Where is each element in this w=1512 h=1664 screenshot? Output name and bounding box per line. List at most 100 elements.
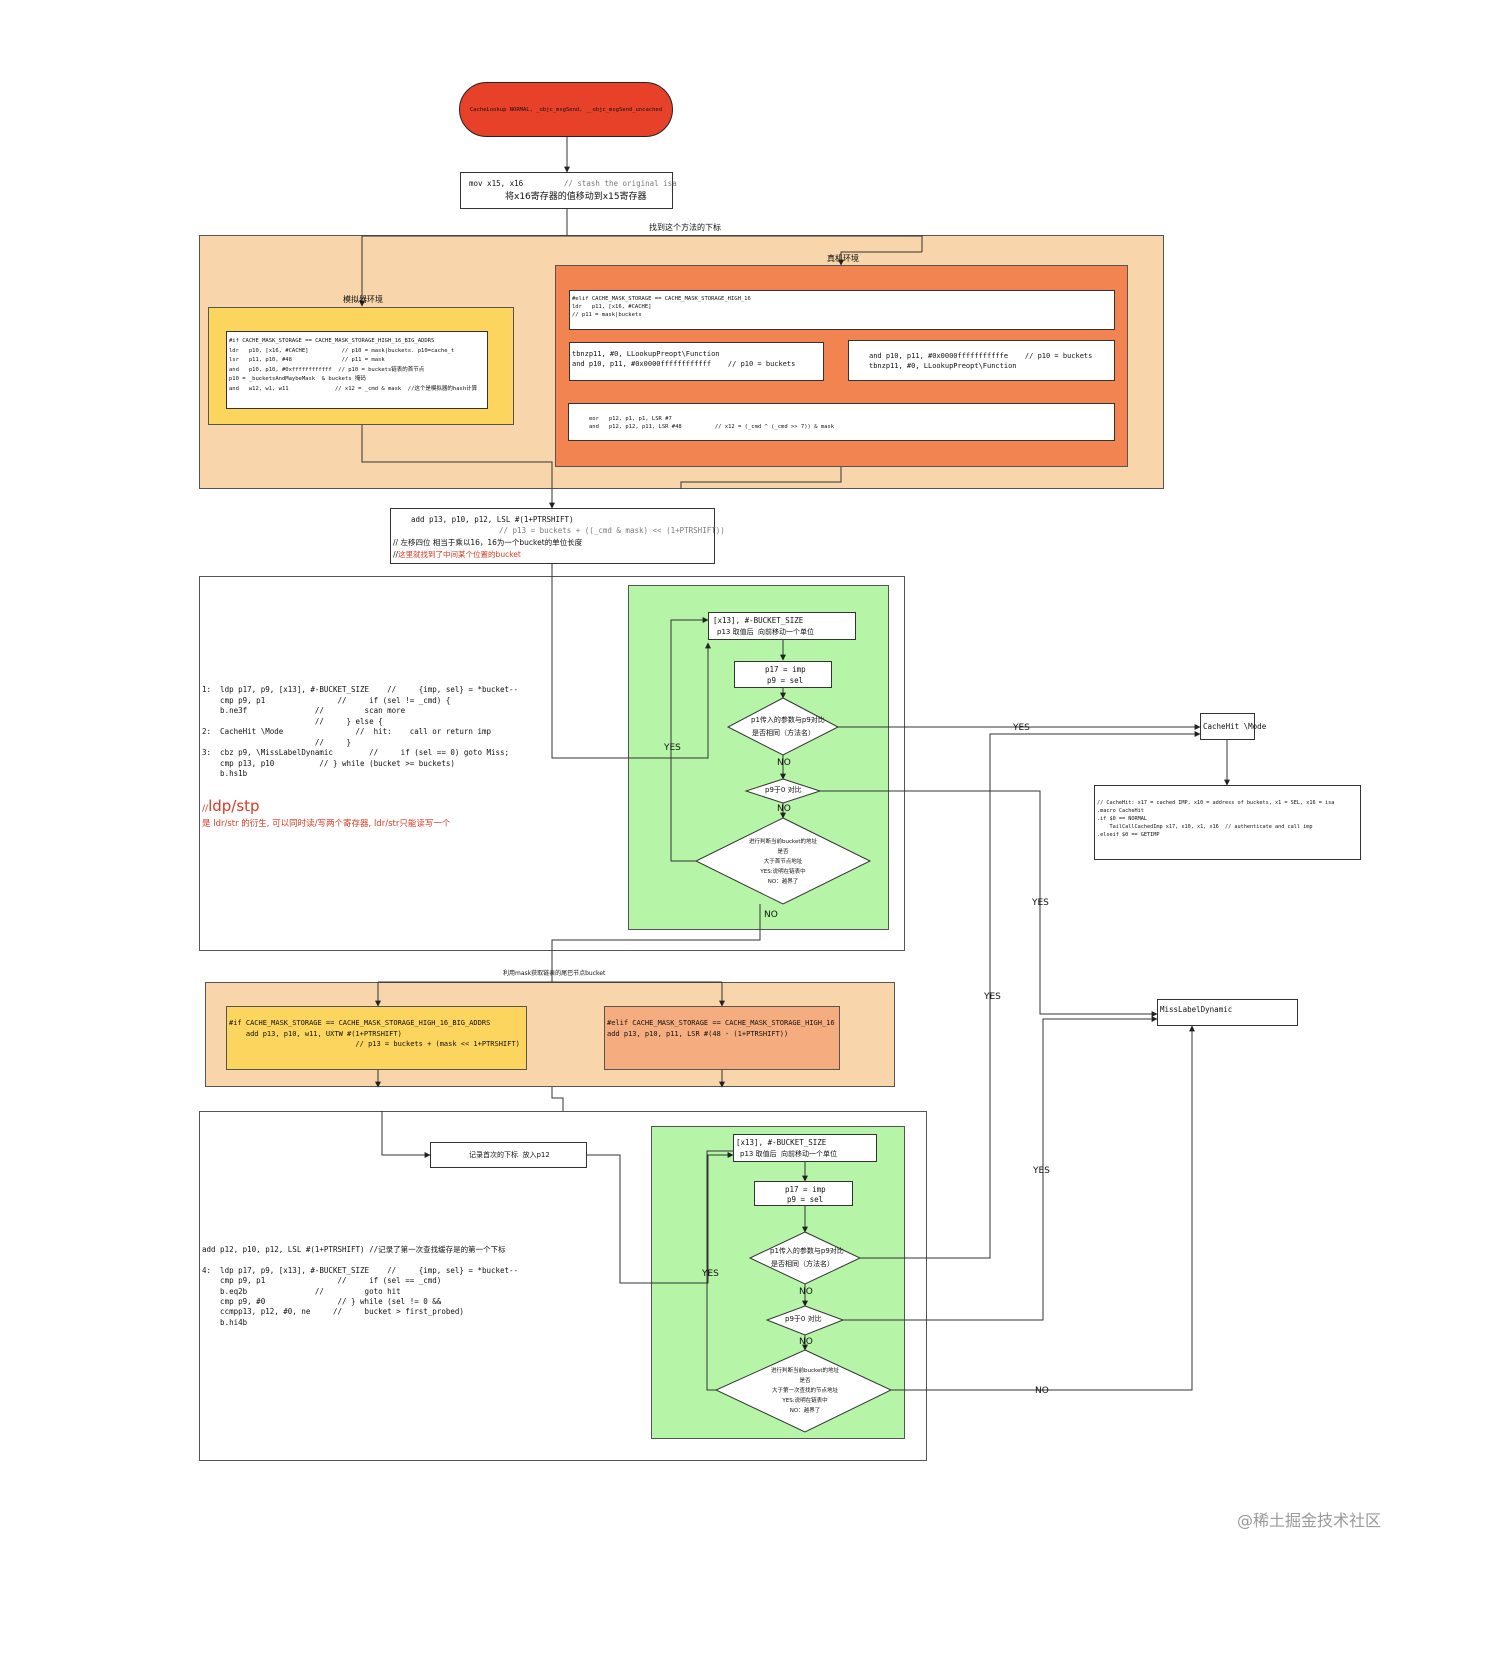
no-label-judge2: NO bbox=[1035, 1386, 1049, 1396]
fetch-bucket-line2: p13 取值后 向前移动一个单位 bbox=[717, 628, 815, 636]
ldp-title-text: ldp/stp bbox=[208, 797, 260, 815]
fetch-bucket-2-line2: p13 取值后 向前移动一个单位 bbox=[740, 1150, 838, 1158]
simulator-code-box: #if CACHE_MASK_STORAGE == CACHE_MASK_STO… bbox=[226, 331, 488, 409]
device-bottom-line: and p12, p12, p11, LSR #48 // x12 = (_cm… bbox=[589, 424, 835, 430]
no-label-p92: NO bbox=[799, 1337, 813, 1347]
mov-desc: 将x16寄存器的值移动到x15寄存器 bbox=[505, 192, 647, 202]
mask-right-line: #elif CACHE_MASK_STORAGE == CACHE_MASK_S… bbox=[607, 1019, 835, 1027]
device-left-line: and p10, p11, #0x0000ffffffffffff // p10… bbox=[572, 360, 796, 368]
simulator-code-lines: #if CACHE_MASK_STORAGE == CACHE_MASK_STO… bbox=[229, 337, 477, 395]
edge-cmp2-hit bbox=[860, 731, 1201, 1259]
loop2-asm-line: add p12, p10, p12, LSL #(1+PTRSHIFT) //记… bbox=[202, 1245, 506, 1254]
edge-to-record bbox=[381, 1111, 431, 1158]
loop2-asm-line: 4: ldp p17, p9, [x13], #-BUCKET_SIZE // … bbox=[202, 1265, 519, 1275]
loop2-asm-lines: add p12, p10, p12, LSL #(1+PTRSHIFT) //记… bbox=[202, 1245, 518, 1328]
edge-mask-split bbox=[378, 964, 722, 983]
loop1-asm-line: // } else { bbox=[202, 716, 383, 726]
cachehit-code-line: TailCallCachedImp x17, x10, x1, x16 // a… bbox=[1097, 824, 1313, 830]
mask-right-lines: #elif CACHE_MASK_STORAGE == CACHE_MASK_S… bbox=[607, 1018, 835, 1039]
device-bottom-box: eor p12, p1, p1, LSR #7 and p12, p12, p11… bbox=[568, 403, 1115, 441]
cmp-sel-2-line2: 是否相同（方法名） bbox=[771, 1260, 834, 1268]
loop1-asm-lines: 1: ldp p17, p9, [x13], #-BUCKET_SIZE // … bbox=[202, 685, 518, 780]
mask-left-box: #if CACHE_MASK_STORAGE == CACHE_MASK_STO… bbox=[226, 1006, 527, 1070]
imp-sel-line2: p9 = sel bbox=[767, 676, 804, 685]
add-p13-note2: //这里就找到了中间某个位置的bucket bbox=[393, 550, 521, 559]
record-index-box: 记录首次的下标 放入p12 bbox=[430, 1142, 587, 1168]
edge-loop2-back bbox=[706, 1150, 733, 1391]
no-label-cmp2: NO bbox=[799, 1287, 813, 1297]
watermark: @稀土掘金技术社区 bbox=[1237, 1511, 1382, 1530]
bucket-range-line: 是否 bbox=[777, 849, 789, 855]
bucket-range-2-line: 进行判断当前bucket的地址 bbox=[770, 1368, 840, 1374]
edge-p92-miss bbox=[843, 1016, 1158, 1321]
miss-label-text: MissLabelDynamic bbox=[1160, 1005, 1233, 1014]
edge-add-loop bbox=[551, 564, 711, 759]
add-p13-note2-text: 这里就找到了中间某个位置的bucket bbox=[398, 550, 521, 559]
add-p13-comment: // p13 = buckets + ((_cmd & mask) << (1+… bbox=[499, 526, 725, 535]
loop2-asm-line: cmp p9, #0 // } while (sel != 0 && bbox=[202, 1297, 442, 1307]
bucket-range-2-line: NO：越界了 bbox=[789, 1408, 821, 1414]
yes-label-miss1: YES bbox=[1031, 898, 1049, 908]
simulator-code-line: and w12, w1, w11 // x12 = _cmd & mask //… bbox=[229, 385, 478, 392]
cachehit-code-lines: // CacheHit: x17 = cached IMP, x10 = add… bbox=[1097, 799, 1334, 839]
edge-to-dev bbox=[838, 251, 922, 266]
edge-sim-out bbox=[361, 425, 553, 489]
device-top-lines: #elif CACHE_MASK_STORAGE == CACHE_MASK_S… bbox=[572, 295, 751, 319]
simulator-code-line: and p10, p10, #0xffffffffffff // p10 = b… bbox=[229, 366, 425, 373]
loop1-asm-line: cmp p9, p1 // if (sel != _cmd) { bbox=[202, 695, 451, 705]
loop1-asm-line: b.ne3f // scan more bbox=[202, 706, 406, 715]
cachehit-title: CacheHit \Mode bbox=[1203, 722, 1267, 731]
no-label-judge1: NO bbox=[764, 910, 778, 920]
mask-label: 利用mask获取链表的尾巴节点bucket bbox=[503, 970, 606, 977]
edge-record-loop2 bbox=[587, 1152, 734, 1284]
ldp-desc: 是 ldr/str 的衍生, 可以同时读/写两个寄存器, ldr/str只能读写… bbox=[202, 819, 451, 829]
imp-sel-box-2: p17 = imp p9 = sel bbox=[754, 1181, 853, 1206]
p9-zero-2-text: p9于0 对比 bbox=[785, 1315, 822, 1323]
loop1-asm-line: cmp p13, p10 // } while (bucket >= bucke… bbox=[202, 758, 455, 768]
decision-bucket-range-2 bbox=[714, 1349, 893, 1433]
miss-label-box: MissLabelDynamic bbox=[1157, 999, 1298, 1026]
add-p13-note2-prefix: // bbox=[393, 550, 399, 559]
device-right-line: tbnzp11, #0, LLookupPreopt\Function bbox=[869, 362, 1017, 370]
device-right-lines: and p10, p11, #0x0000fffffffffffe // p10… bbox=[869, 351, 1092, 371]
device-top-line: // p11 = mask|buckets bbox=[572, 312, 642, 318]
mask-right-line: add p13, p10, p11, LSR #(48 - (1+PTRSHIF… bbox=[607, 1029, 789, 1038]
device-right-box: and p10, p11, #0x0000fffffffffffe // p10… bbox=[848, 340, 1115, 381]
yes-label-miss2: YES bbox=[1032, 1166, 1050, 1176]
mov-box: mov x15, x16 // stash the original isa 将… bbox=[460, 172, 677, 209]
loop1-asm-line: // } bbox=[202, 737, 352, 747]
loop2-asm-line: b.hi4b bbox=[202, 1317, 248, 1327]
yes-label-hit1: YES bbox=[1012, 723, 1030, 733]
loop2-asm-line: b.eq2b // goto hit bbox=[202, 1286, 401, 1296]
decision-p9-zero bbox=[744, 778, 822, 804]
loop1-asm-line: 3: cbz p9, \MissLabelDynamic // if (sel … bbox=[202, 748, 510, 757]
mask-left-lines: #if CACHE_MASK_STORAGE == CACHE_MASK_STO… bbox=[229, 1018, 520, 1050]
mov-code: mov x15, x16 bbox=[469, 179, 524, 188]
ldp-title-prefix: // bbox=[202, 804, 209, 814]
edge-loop1-out bbox=[551, 904, 761, 964]
decision-bucket-range bbox=[694, 817, 872, 905]
bucket-range-2-line: 是否 bbox=[799, 1378, 811, 1384]
device-bottom-line: eor p12, p1, p1, LSR #7 bbox=[589, 416, 672, 422]
p9-zero-text: p9于0 对比 bbox=[765, 786, 802, 794]
add-p13-code: add p13, p10, p12, LSL #(1+PTRSHIFT) bbox=[411, 515, 574, 524]
mask-right-box: #elif CACHE_MASK_STORAGE == CACHE_MASK_S… bbox=[604, 1006, 840, 1070]
start-node-text: CacheLookup NORMAL, _objc_msgSend, __obj… bbox=[469, 106, 663, 113]
fetch-bucket-box-2: [x13], #-BUCKET_SIZE p13 取值后 向前移动一个单位 bbox=[733, 1134, 877, 1162]
cachehit-box: CacheHit \Mode bbox=[1200, 713, 1266, 740]
no-label-cmp1: NO bbox=[777, 758, 791, 768]
edge-loop-back bbox=[670, 617, 709, 862]
mask-left-line: #if CACHE_MASK_STORAGE == CACHE_MASK_STO… bbox=[229, 1019, 491, 1027]
edge-judge2-miss bbox=[891, 1025, 1195, 1391]
no-label-p91: NO bbox=[777, 804, 791, 814]
edge-split-sim bbox=[362, 235, 923, 252]
imp-sel-2-line2: p9 = sel bbox=[787, 1195, 824, 1204]
bucket-range-line: NO：越界了 bbox=[767, 879, 799, 885]
add-p13-note1: // 左移四位 相当于乘以16，16为一个bucket的单位长度 bbox=[393, 538, 583, 547]
yes-label-loop1: YES bbox=[663, 743, 681, 753]
simulator-code-line: p10 = _bucketsAndMaybeMask & buckets 掩码 bbox=[229, 376, 366, 383]
loop2-asm-line: ccmpp13, p12, #0, ne // bucket > first_p… bbox=[202, 1307, 464, 1317]
simulator-label: 模拟器环境 bbox=[343, 295, 383, 304]
